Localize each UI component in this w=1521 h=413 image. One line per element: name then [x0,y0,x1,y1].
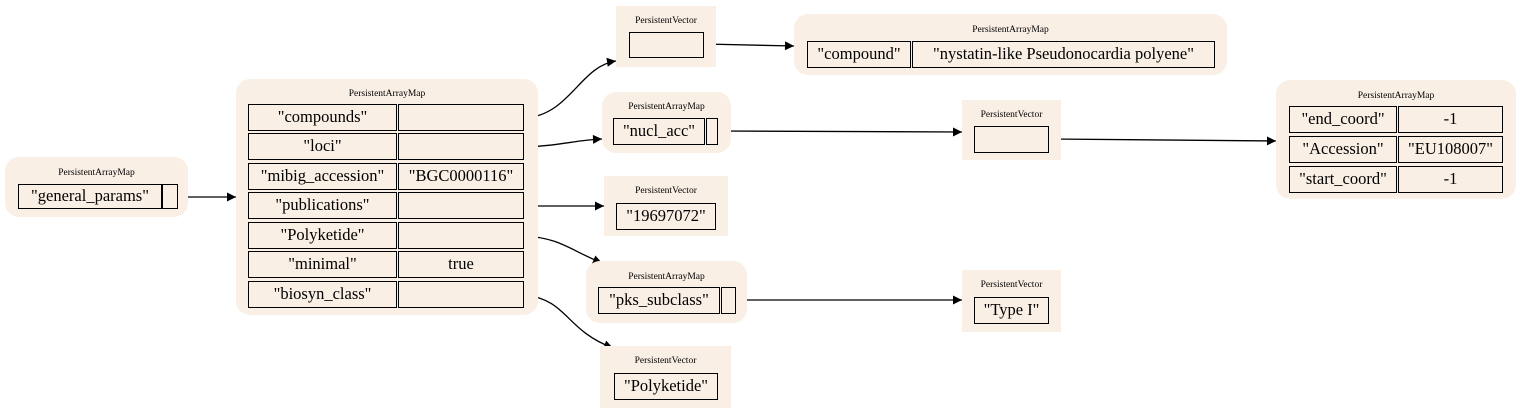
map-key-cell: "mibig_accession" [248,163,397,190]
map-key-cell: "biosyn_class" [248,281,397,308]
edge-compounds-vector-to-map [703,41,795,51]
map-value-cell: -1 [1398,106,1503,133]
loci-map-node: PersistentArrayMap "nucl_acc" [602,92,731,153]
map-key-cell: "compound" [807,41,911,68]
node-type-label: PersistentVector [980,280,1043,290]
map-key-cell: "minimal" [248,251,397,278]
map-value-cell [398,192,524,219]
map-value-cell [706,118,718,145]
node-type-label: PersistentVector [635,186,697,196]
vector-item-cell [629,32,704,58]
node-type-label: PersistentVector [634,356,697,366]
map-key-cell: "start_coord" [1289,166,1397,193]
edge-nucl-vector-to-map [1049,136,1277,146]
map-value-cell [398,222,524,249]
biosyn-class-vector-node: PersistentVector "Polyketide" [600,346,731,408]
map-value-cell: "EU108007" [1398,136,1503,163]
map-key-cell: "compounds" [248,104,397,131]
map-value-cell [162,184,178,209]
map-key-cell: "Accession" [1289,136,1397,163]
map-value-cell: true [398,251,524,278]
map-value-cell [398,104,524,131]
map-value-cell: "BGC0000116" [398,163,524,190]
nucl-map-node: PersistentArrayMap "end_coord" -1 "Acces… [1276,80,1516,199]
vector-item-cell: "Type I" [974,297,1049,324]
edge-nucl-acc-to-vector [717,127,963,137]
node-type-label: PersistentVector [635,16,697,26]
polyketide-map-node: PersistentArrayMap "pks_subclass" [586,261,747,323]
map-value-cell: -1 [1398,166,1503,193]
publications-vector-node: PersistentVector "19697072" [604,176,728,236]
nucl-vector-node: PersistentVector [962,100,1061,160]
map-value-cell: "nystatin-like Pseudonocardia polyene" [912,41,1215,68]
node-type-label: PersistentArrayMap [628,102,705,112]
map-key-cell: "publications" [248,192,397,219]
map-value-cell [721,287,736,314]
node-type-label: PersistentArrayMap [1357,91,1435,101]
pks-subclass-vector-node: PersistentVector "Type I" [962,270,1061,332]
node-type-label: PersistentArrayMap [348,89,426,99]
node-type-label: PersistentArrayMap [972,25,1049,35]
root-map-node: PersistentArrayMap "general_params" [5,157,188,217]
map-value-cell [398,133,524,160]
map-key-cell: "end_coord" [1289,106,1397,133]
vector-item-cell: "Polyketide" [614,373,718,400]
map-key-cell: "Polyketide" [248,222,397,249]
map-key-cell: "pks_subclass" [598,287,720,314]
compounds-vector-node: PersistentVector [616,6,716,67]
map-key-cell: "nucl_acc" [613,118,705,145]
map-value-cell [398,281,524,308]
node-type-label: PersistentArrayMap [628,272,705,282]
vector-item-cell [974,126,1049,153]
node-type-label: PersistentArrayMap [58,168,135,178]
map-key-cell: "loci" [248,133,397,160]
node-type-label: PersistentVector [980,110,1043,120]
params-map-node: PersistentArrayMap "compounds" "loci" "m… [236,79,538,315]
compound-map-node: PersistentArrayMap "compound" "nystatin-… [794,14,1227,75]
vector-item-cell: "19697072" [616,203,716,230]
map-key-cell: "general_params" [18,184,162,209]
